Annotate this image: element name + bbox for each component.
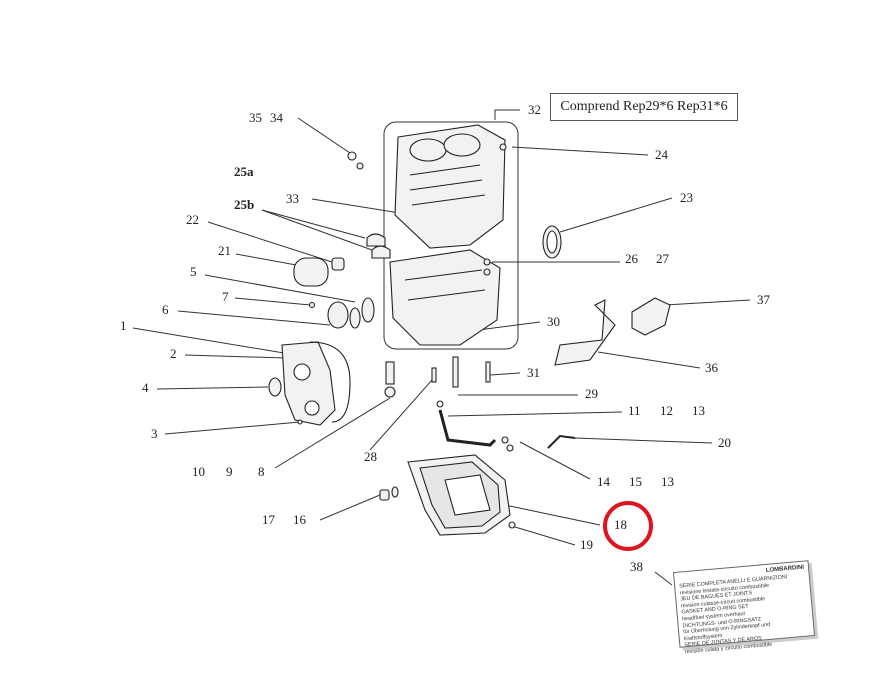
callout-label: 12 [660, 403, 673, 418]
callout-label: 21 [218, 243, 231, 258]
callout-label: 17 [262, 512, 275, 527]
callout-label: 2 [170, 346, 177, 361]
callout-label: 29 [585, 386, 598, 401]
callout-label-highlighted: 18 [614, 517, 627, 532]
callout-label: 5 [190, 264, 197, 279]
callout-label: 13 [692, 403, 705, 418]
note-box: Comprend Rep29*6 Rep31*6 [550, 93, 738, 121]
gasket-kit-package: LOMBARDINI SERIE COMPLETA ANELLI E GUARN… [672, 560, 816, 655]
callout-label: 7 [222, 289, 229, 304]
callout-label: 10 [192, 464, 205, 479]
callout-label: 19 [580, 537, 593, 552]
callout-label: 20 [718, 435, 731, 450]
callout-label: 37 [757, 292, 770, 307]
callout-label: 25a [234, 164, 254, 179]
callout-label: 38 [630, 559, 643, 574]
callout-label: 13 [661, 474, 674, 489]
callout-label: 6 [162, 302, 169, 317]
callout-label: 31 [527, 365, 540, 380]
callout-label: 35 [249, 110, 262, 125]
callout-label: 22 [186, 212, 199, 227]
callout-label: 33 [286, 191, 299, 206]
callout-label: 32 [528, 102, 541, 117]
callout-label: 15 [629, 474, 642, 489]
callout-label: 3 [151, 426, 158, 441]
callout-label: 28 [364, 449, 377, 464]
callout-label: 14 [597, 474, 610, 489]
callout-label: 24 [655, 147, 668, 162]
callout-label: 34 [270, 110, 283, 125]
callout-label: 30 [547, 314, 560, 329]
highlight-circle-18 [603, 501, 653, 551]
callout-label: 25b [234, 197, 255, 212]
callout-label: 8 [258, 464, 265, 479]
callout-label: 1 [120, 318, 127, 333]
callout-label: 4 [142, 380, 149, 395]
callout-label: 9 [226, 464, 233, 479]
callout-label: 26 [625, 251, 638, 266]
callout-label: 27 [656, 251, 669, 266]
callout-label: 16 [293, 512, 306, 527]
callout-label: 23 [680, 190, 693, 205]
callout-label: 36 [705, 360, 718, 375]
callout-label: 11 [628, 403, 641, 418]
